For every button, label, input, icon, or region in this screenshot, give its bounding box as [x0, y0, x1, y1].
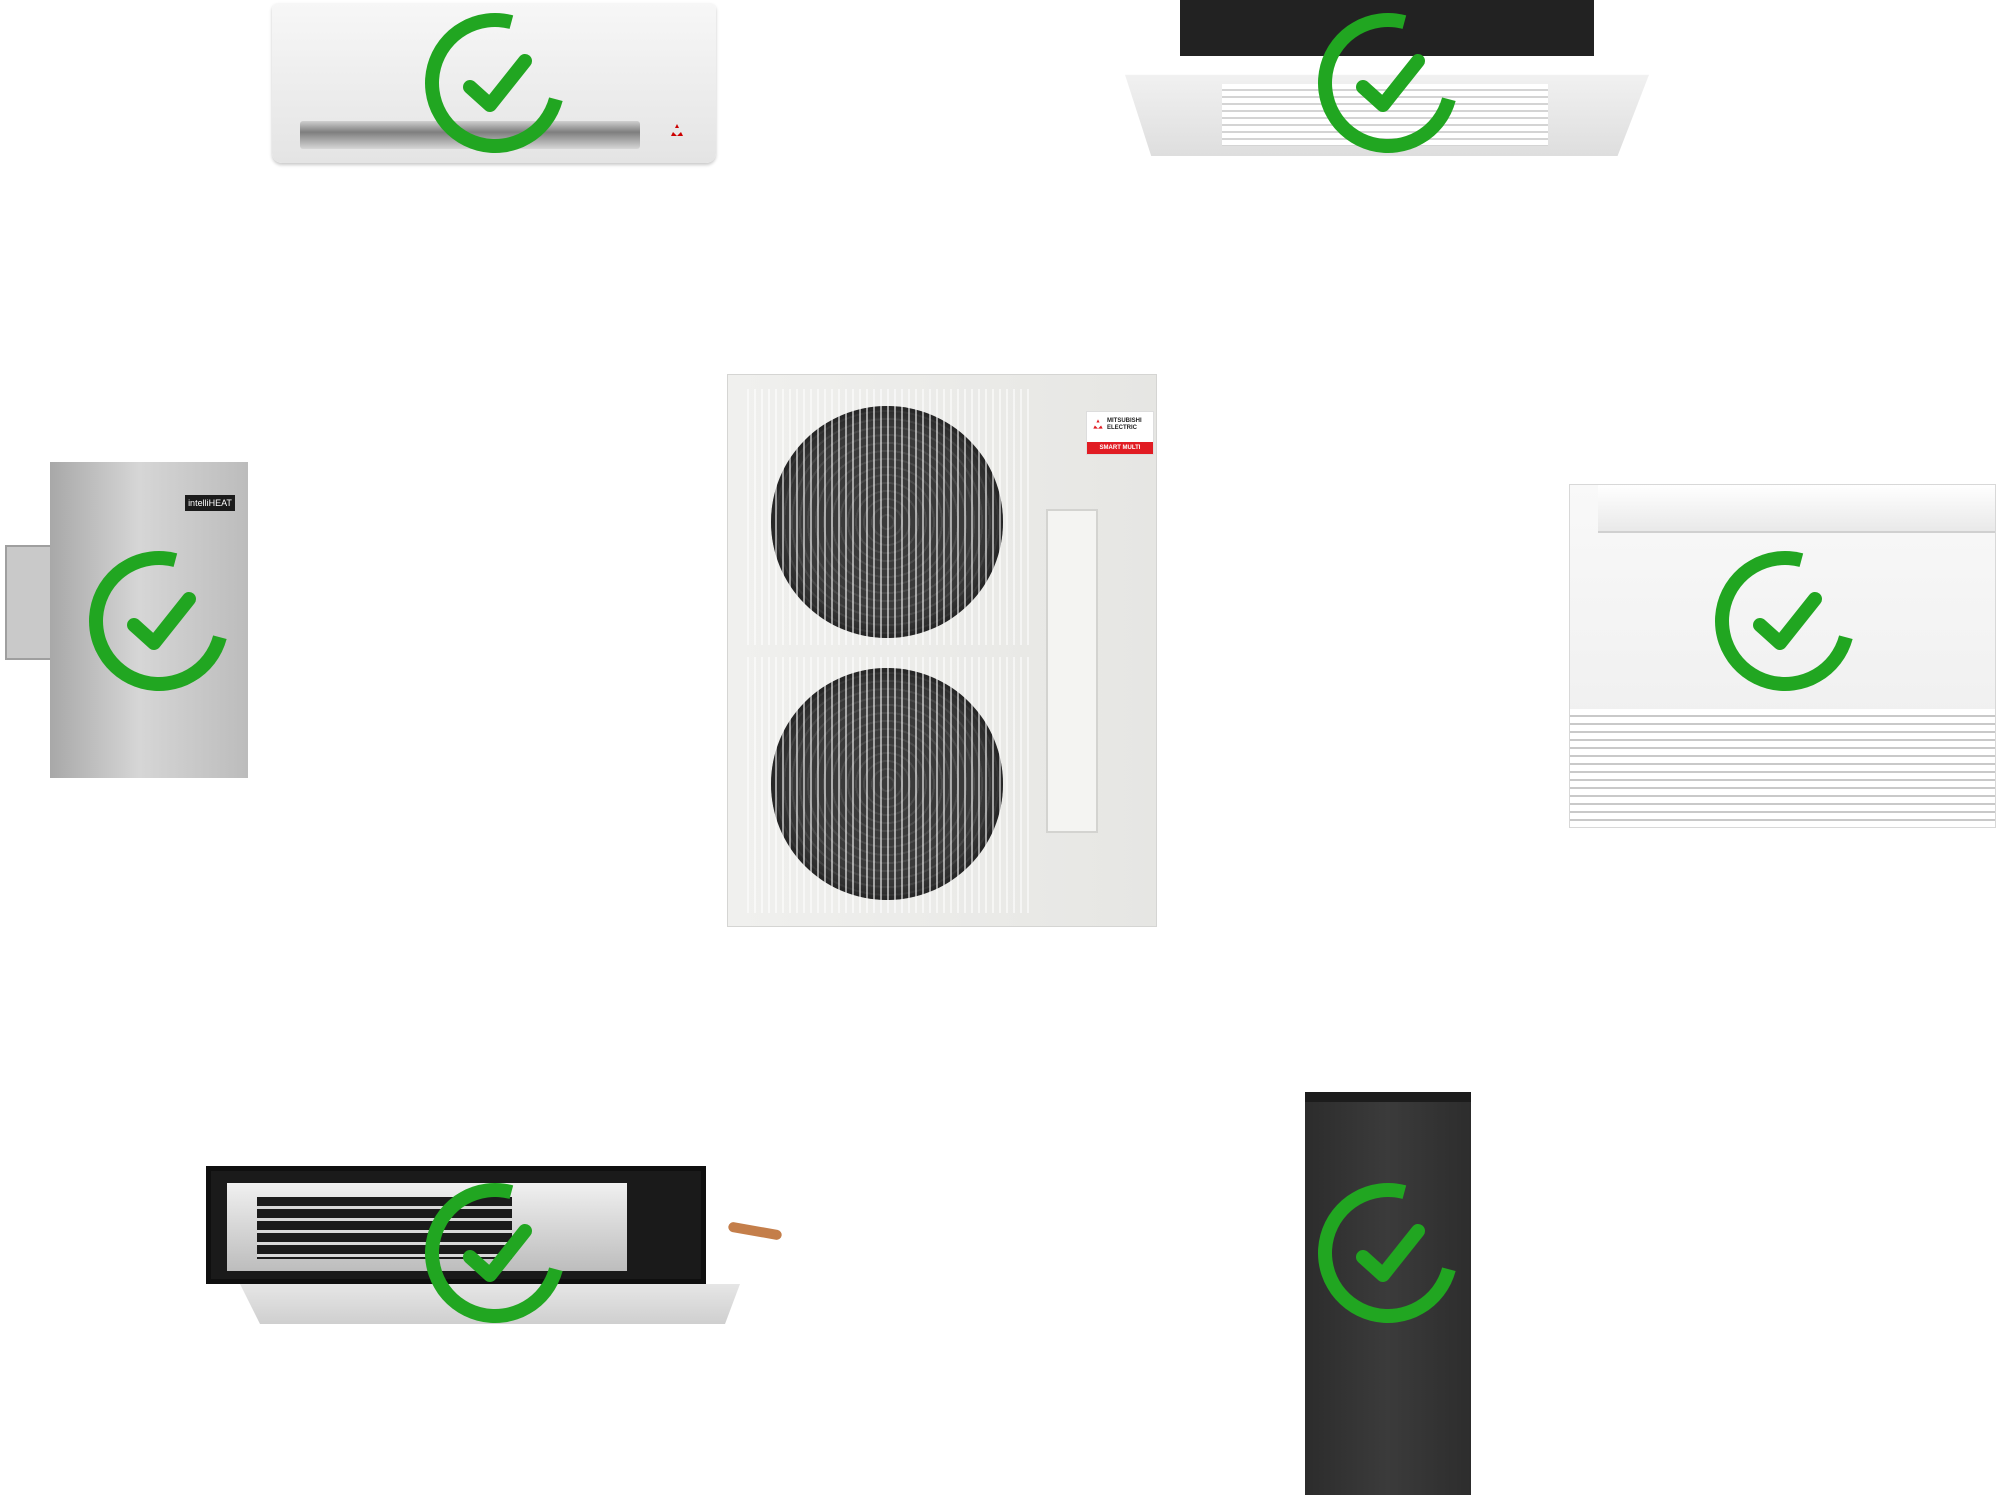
brand-series: SMART MULTI: [1087, 442, 1153, 454]
ducted-unit-casing: [240, 1284, 740, 1324]
check-icon: [63, 525, 255, 717]
check-icon: [1292, 0, 1484, 179]
mitsubishi-logo-icon: [671, 124, 683, 136]
check-icon: [399, 0, 591, 179]
check-icon: [1689, 525, 1881, 717]
check-icon: [1292, 1157, 1484, 1349]
intelliheat-badge: intelliHEAT: [185, 495, 235, 511]
brand-label: MITSUBISHI ELECTRIC SMART MULTI: [1086, 411, 1154, 455]
brand-name: MITSUBISHI ELECTRIC: [1107, 418, 1142, 431]
intelliheat-unit: [50, 462, 248, 778]
outdoor-unit: MITSUBISHI ELECTRIC SMART MULTI: [727, 374, 1157, 927]
floor-console-grille: [1570, 709, 1995, 827]
check-icon: [399, 1157, 591, 1349]
ducted-unit: [206, 1166, 706, 1284]
wall-mount-vent: [300, 121, 640, 149]
floor-console-lid: [1598, 485, 1995, 533]
lower-fan-guard: [742, 657, 1032, 913]
floor-console-unit: [1569, 484, 1996, 828]
service-panel: [1046, 509, 1098, 833]
wall-mount-unit: [272, 3, 716, 163]
upper-fan-guard: [742, 389, 1032, 645]
air-handler-unit: [1305, 1092, 1471, 1495]
refrigerant-pipe: [727, 1221, 783, 1241]
ducted-unit-opening: [227, 1183, 627, 1271]
intelliheat-junction-box: [5, 545, 53, 660]
ducted-unit-coil: [257, 1197, 512, 1259]
cassette-housing: [1180, 0, 1594, 56]
mitsubishi-logo-icon: [1093, 419, 1103, 429]
